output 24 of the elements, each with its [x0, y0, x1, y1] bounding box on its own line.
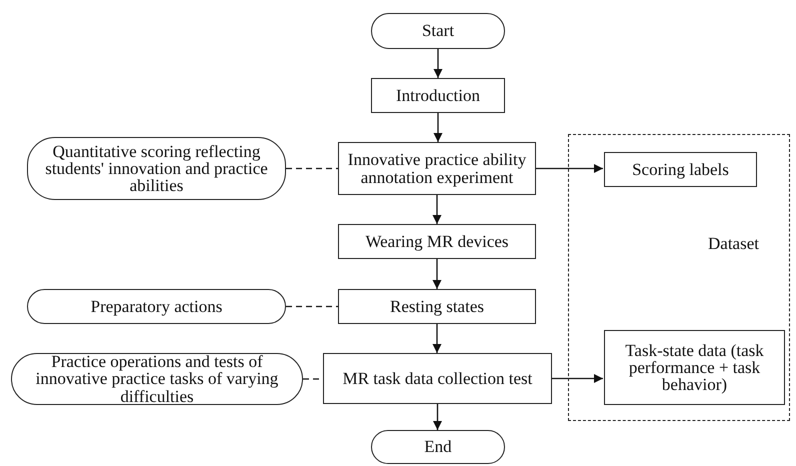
process-box: Innovative practice ability annotation experiment — [338, 142, 536, 195]
group-label: Dataset — [708, 235, 759, 252]
dashed-group-frame — [568, 134, 790, 421]
arrow — [432, 324, 442, 353]
connector-line — [286, 168, 338, 170]
arrow — [434, 49, 442, 78]
connector-line — [286, 306, 338, 308]
arrow — [432, 195, 442, 224]
terminal-box: End — [371, 430, 505, 464]
process-box: MR task data collection test — [323, 353, 552, 404]
terminal-box: Quantitative scoring reflecting students' innovation and practice abilities — [27, 137, 286, 200]
arrow — [432, 259, 442, 289]
arrow — [552, 374, 603, 383]
process-box: Wearing MR devices — [338, 224, 536, 259]
arrow — [433, 404, 442, 430]
process-box: Scoring labels — [604, 152, 757, 187]
process-box: Resting states — [338, 289, 536, 324]
process-box: Introduction — [371, 78, 505, 113]
terminal-box: Practice operations and tests of innovative practice tasks of varying difficulties — [11, 353, 303, 405]
arrow — [536, 164, 603, 173]
process-box: Task-state data (task performance + task behavior) — [604, 330, 785, 405]
arrow — [434, 113, 442, 142]
terminal-box: Preparatory actions — [27, 289, 286, 324]
terminal-box: Start — [371, 13, 505, 49]
